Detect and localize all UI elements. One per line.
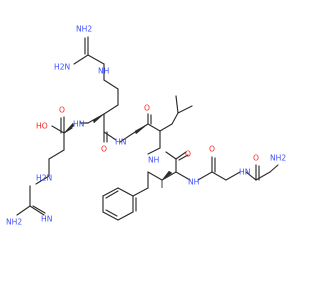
- label-top-nh2: NH2: [76, 25, 92, 34]
- molecule-structure: NH2 NH H2N HN HO O O HN O NH O H2N NH2 H…: [6, 25, 286, 227]
- label-acid-o: O: [59, 106, 65, 115]
- label-amide-o4: O: [209, 145, 215, 154]
- label-amide-o1: O: [101, 145, 107, 154]
- label-amide-hn5: HN: [239, 168, 250, 177]
- atom-labels: NH2 NH H2N HN HO O O HN O NH O H2N NH2 H…: [6, 25, 286, 227]
- label-amide-nh4: NH: [188, 178, 199, 187]
- label-amide-nh3: NH: [148, 156, 159, 165]
- label-ho: HO: [36, 122, 48, 131]
- label-left-h2n: H2N: [36, 174, 52, 183]
- label-amide-o3: O: [185, 150, 191, 159]
- label-amide-hn2: HN: [115, 138, 126, 147]
- label-amide-o5: O: [253, 154, 259, 163]
- bond-lines: [16, 36, 279, 221]
- label-left-nh2: NH2: [6, 218, 22, 227]
- label-top-nh: NH: [98, 67, 109, 76]
- label-left-hn: HN: [41, 215, 52, 224]
- label-amide-hn1: HN: [73, 120, 84, 129]
- label-terminal-nh2: NH2: [270, 154, 286, 163]
- label-top-h2n: H2N: [54, 63, 70, 72]
- stereo-bonds: [63, 113, 173, 188]
- label-amide-o2: O: [144, 104, 150, 113]
